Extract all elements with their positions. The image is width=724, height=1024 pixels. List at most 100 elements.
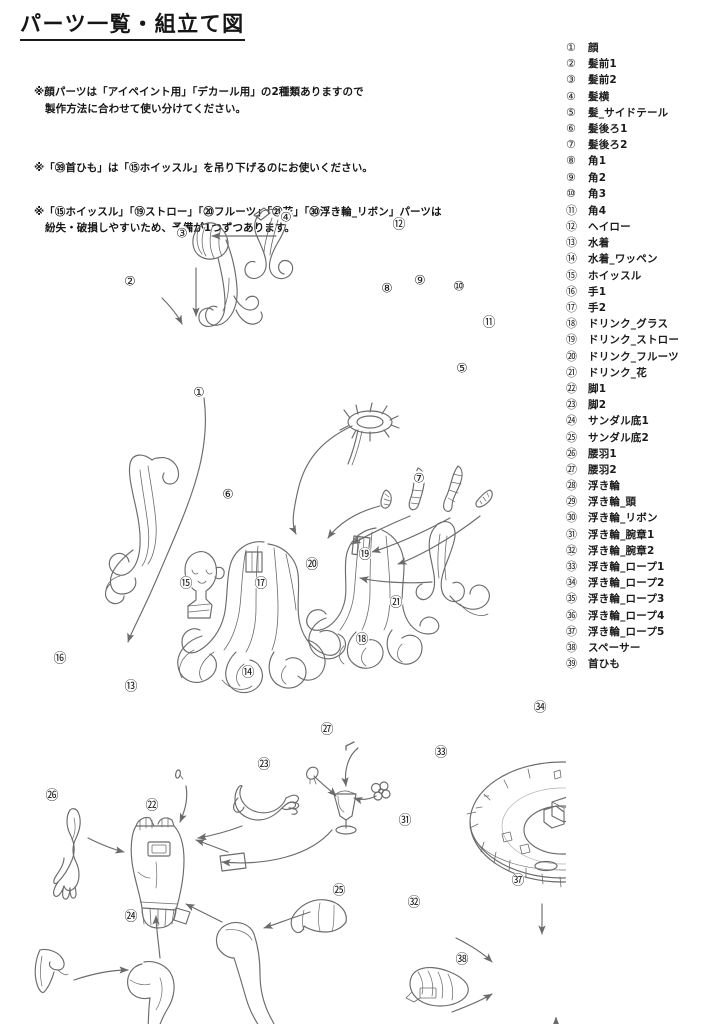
parts-list-item-label: ドリンク_グラス [588,318,669,331]
diagram-marker: ⑱ [354,631,370,648]
diagram-marker: ㉖ [44,787,60,804]
diagram-marker-number: ⑨ [414,274,426,289]
parts-list-item-number: ㉗ [566,462,578,476]
diagram-marker: ⑭ [240,664,256,681]
parts-list-item-number: ⑬ [566,236,578,250]
parts-list-item-label: 浮き輪_頭 [588,496,637,509]
diagram-marker-circle [123,678,139,694]
diagram-marker-number: ㉑ [389,596,402,611]
diagram-marker: ⑳ [304,556,320,573]
assembly-arrows [73,232,561,1024]
parts-list-item-label: 浮き輪_ロープ2 [588,577,665,590]
diagram-marker: ㉑ [388,594,404,611]
diagram-markers: ①②③④⑤⑥⑦⑧⑨⑩⑪⑫⑬⑭⑮⑯⑰⑱⑲⑳㉑㉒㉓㉔㉕㉖㉗㉘㉙㉚㉛㉜㉝㉞㉟㊱㊲㊳ [44,209,548,968]
diagram-marker-number: ㉒ [145,799,158,814]
diagram-marker-number: ㉞ [533,701,546,716]
diagram-marker-circle [178,575,194,591]
diagram-marker-circle [379,280,395,296]
parts-list-item-label: 髪_サイドテール [588,106,669,119]
parts-list-item-number: ⑰ [566,301,578,314]
parts-list-item-label: ドリンク_フルーツ [588,350,679,363]
diagram-marker-number: ㉖ [45,789,58,804]
diagram-marker: ⑬ [123,678,139,695]
parts-list-item-label: 浮き輪_ロープ1 [588,561,665,573]
diagram-marker: ⑤ [454,360,470,377]
note-face-parts-line2: 製作方法に合わせて使い分けてください。 [45,102,247,115]
parts-list-item-label: 浮き輪 [588,480,621,493]
diagram-marker-circle [44,787,60,803]
parts-list-item-number: ⑨ [566,170,577,184]
diagram-marker-circle [304,556,320,572]
diagram-marker: ㉞ [532,699,548,716]
parts-list-item-number: ④ [566,89,577,103]
diagram-marker-circle [411,470,427,486]
diagram-marker-circle [256,756,272,772]
diagram-marker-circle [397,812,413,828]
diagram-marker-number: ② [124,275,136,290]
diagram-marker-number: ⑭ [241,666,254,681]
parts-list-item-number: ⑲ [566,333,578,347]
parts-list-item-label: 浮き輪_腕章2 [588,544,655,557]
assembly-diagram-artwork: ①②③④⑤⑥⑦⑧⑨⑩⑪⑫⑬⑭⑮⑯⑰⑱⑲⑳㉑㉒㉓㉔㉕㉖㉗㉘㉙㉚㉛㉜㉝㉞㉟㊱㊲㊳ [34,207,566,1024]
parts-list-item-label: 首ひも [588,658,621,671]
parts-list-item-label: 浮き輪_腕章1 [588,528,655,541]
diagram-marker-number: ① [193,386,205,401]
parts-list-item-number: ㉖ [566,446,578,460]
diagram-marker: ⑦ [411,470,427,487]
parts-list-item-number: ⑥ [566,121,577,135]
diagram-marker-circle [412,272,428,288]
diagram-marker-number: ㊲ [511,874,524,889]
diagram-marker-number: ㉛ [398,814,411,829]
parts-list-item-number: ⑫ [566,220,578,234]
diagram-marker-number: ⑥ [222,488,234,503]
parts-list-item-label: 角1 [588,155,607,168]
parts-list-item-number: ㉚ [566,511,578,525]
diagram-marker: ④ [278,209,294,226]
diagram-marker: ㊲ [510,872,526,889]
diagram-marker-number: ④ [280,211,292,226]
parts-list-item-number: ① [566,41,577,54]
part-shape-waist-wing-2 [290,899,347,934]
diagram-marker-circle [52,650,68,666]
part-shape-float-ring [466,761,566,888]
diagram-marker-circle [391,216,407,232]
note-face-parts-line1: ※顔パーツは「アイペイント用」「デカール用」の2種類ありますので [34,86,364,99]
diagram-marker-number: ㉝ [434,746,447,761]
diagram-marker-number: ⑬ [124,680,137,695]
diagram-marker-circle [174,225,190,241]
part-shape-horn-1 [380,489,392,509]
parts-list-item-number: ㉜ [566,543,578,557]
parts-list-item-number: ⑭ [566,252,578,266]
part-shape-hair-front-2 [192,222,263,328]
diagram-marker: ⑫ [391,216,407,233]
parts-list-item-number: ㉞ [566,576,578,590]
parts-list-item-label: 浮き輪_ロープ3 [588,593,665,606]
diagram-marker-number: ⑳ [305,558,318,573]
diagram-marker-circle [532,699,548,715]
diagram-marker-circle [220,486,236,502]
parts-list-item-label: 角3 [588,187,607,200]
diagram-marker-number: ㉗ [320,723,333,738]
diagram-marker-number: ㉕ [332,884,345,899]
diagram-marker: ⑰ [253,575,269,592]
parts-list-item-number: ㉝ [566,560,578,573]
part-shape-horn-4 [475,489,493,508]
